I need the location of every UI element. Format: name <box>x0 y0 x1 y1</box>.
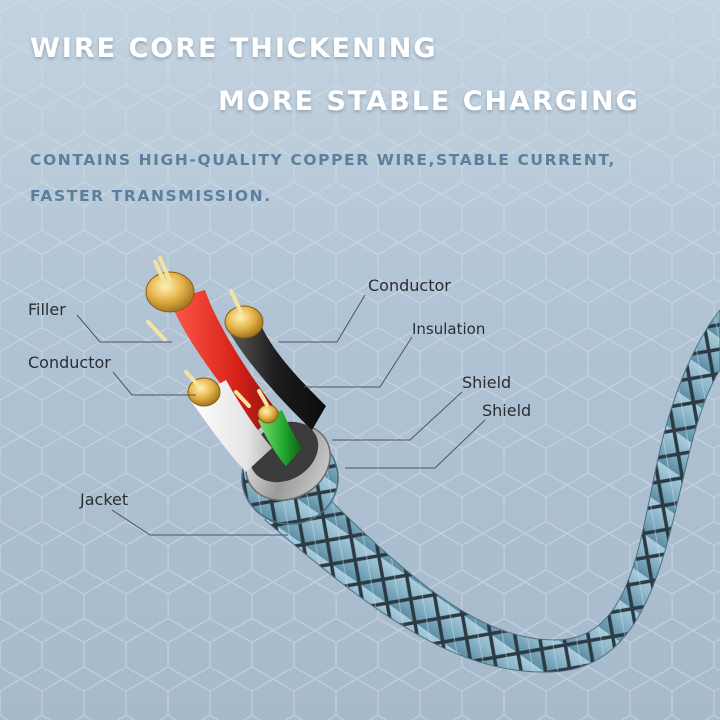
braided-jacket <box>264 309 720 673</box>
subheadline-line-1: CONTAINS HIGH-QUALITY COPPER WIRE,STABLE… <box>30 151 616 169</box>
label-filler: Filler <box>28 300 66 319</box>
headline-line-1: WIRE CORE THICKENING <box>30 33 438 64</box>
headline-line-2: MORE STABLE CHARGING <box>218 86 640 117</box>
label-conductor-right: Conductor <box>368 276 451 295</box>
label-shield-2: Shield <box>482 401 532 420</box>
subheadline-line-2: FASTER TRANSMISSION. <box>30 187 272 205</box>
copper-bundle-red <box>145 271 195 313</box>
label-jacket: Jacket <box>80 490 129 509</box>
wire-tips <box>146 256 269 408</box>
callout-lines <box>76 294 486 536</box>
label-insulation: Insulation <box>412 320 486 338</box>
label-shield-1: Shield <box>462 373 512 392</box>
copper-bundle-black <box>224 305 264 339</box>
red-wire <box>170 290 278 430</box>
black-wire <box>228 318 326 430</box>
green-wire <box>258 410 302 466</box>
copper-bundle-green <box>257 404 279 424</box>
label-conductor-left: Conductor <box>28 353 111 372</box>
